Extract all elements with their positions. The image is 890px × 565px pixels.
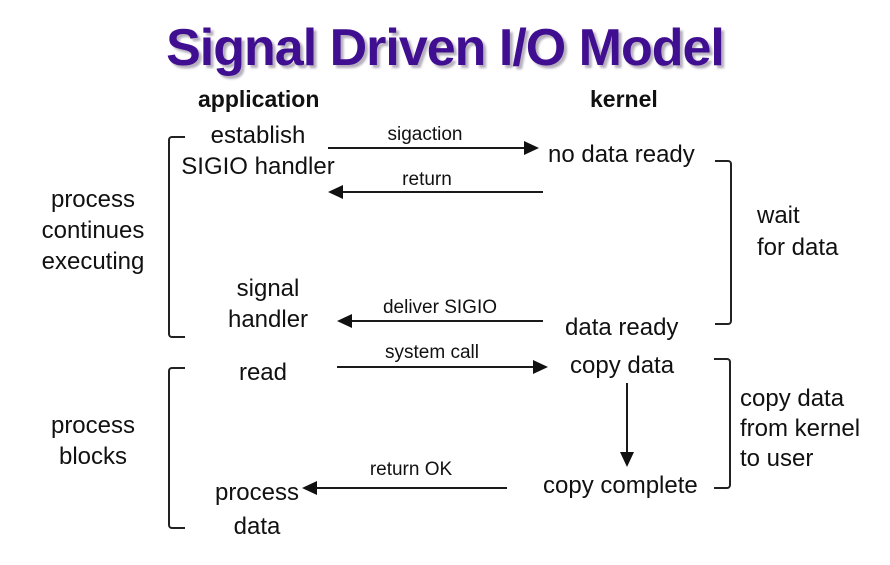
copy-progress-arrowhead-icon bbox=[620, 452, 634, 467]
bracket-copy-data-kernel-user bbox=[714, 358, 731, 489]
label-process-blocks: process blocks bbox=[50, 412, 136, 470]
label-process-continues-executing: process continues executing bbox=[41, 186, 145, 275]
arrow-label-system-call: system call bbox=[385, 342, 479, 363]
arrow-label-sigaction: sigaction bbox=[387, 124, 463, 145]
node-data-ready: data ready bbox=[565, 314, 679, 341]
system-call-arrow-line bbox=[337, 366, 533, 368]
return-arrow-line bbox=[343, 191, 543, 193]
node-read: read bbox=[238, 359, 288, 386]
sigaction-arrowhead-icon bbox=[524, 141, 539, 155]
label-copy-data-from-kernel-to-user: copy data from kernel to user bbox=[740, 385, 861, 472]
bracket-wait-for-data bbox=[715, 160, 732, 325]
bracket-process-continues bbox=[168, 136, 185, 338]
copy-progress-arrow-line bbox=[626, 383, 628, 453]
node-copy-data: copy data bbox=[570, 352, 675, 379]
arrow-label-deliver-sigio: deliver SIGIO bbox=[382, 297, 498, 318]
node-process-data: process data bbox=[214, 479, 300, 540]
page-title: Signal Driven I/O Model bbox=[166, 19, 725, 77]
deliver-sigio-arrow-line bbox=[352, 320, 543, 322]
column-header-kernel: kernel bbox=[590, 86, 658, 112]
return-ok-arrow-line bbox=[317, 487, 507, 489]
return-ok-arrowhead-icon bbox=[302, 481, 317, 495]
label-wait-for-data: wait for data bbox=[757, 202, 839, 261]
return-arrowhead-icon bbox=[328, 185, 343, 199]
node-signal-handler: signal handler bbox=[227, 275, 309, 333]
node-no-data-ready: no data ready bbox=[548, 141, 695, 168]
node-copy-complete: copy complete bbox=[543, 472, 698, 499]
bracket-process-blocks bbox=[168, 367, 185, 529]
arrow-label-return-ok: return OK bbox=[369, 459, 453, 480]
column-header-application: application bbox=[198, 86, 320, 112]
system-call-arrowhead-icon bbox=[533, 360, 548, 374]
sigaction-arrow-line bbox=[328, 147, 524, 149]
arrow-label-return: return bbox=[402, 169, 452, 190]
node-establish-sigio-handler: establish SIGIO handler bbox=[181, 122, 335, 180]
deliver-sigio-arrowhead-icon bbox=[337, 314, 352, 328]
